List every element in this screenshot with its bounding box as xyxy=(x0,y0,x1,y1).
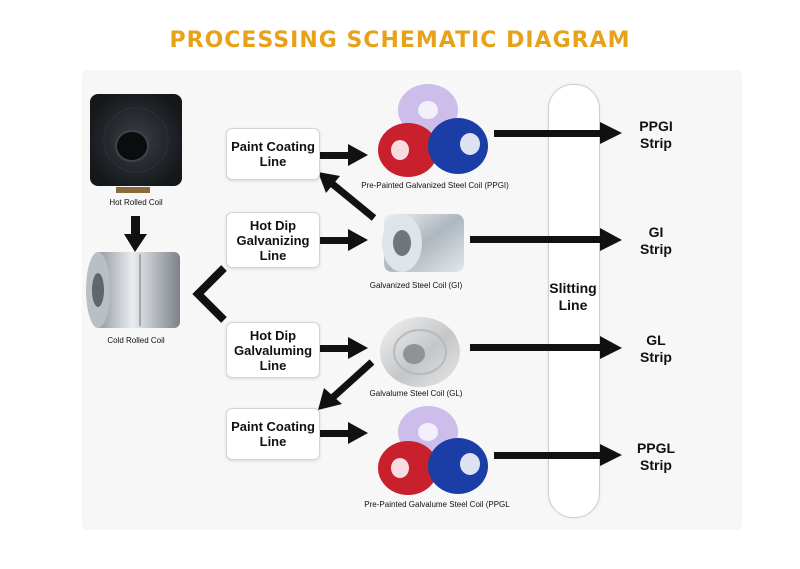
paint-coating-line-top-label: Paint Coating Line xyxy=(231,139,315,169)
gi-strip-label: GI Strip xyxy=(640,224,672,257)
hot-dip-galvaluming-line-label: Hot Dip Galvaluming Line xyxy=(233,327,313,373)
paint-coating-line-bottom: Paint Coating Line xyxy=(226,408,320,460)
arrow-branch xyxy=(192,265,227,323)
hot-rolled-coil-caption: Hot Rolled Coil xyxy=(109,198,163,207)
ppgl-coil-icon xyxy=(378,406,488,495)
ppgi-strip-label: PPGI Strip xyxy=(639,118,673,151)
slitting-line-label: Slitting Line xyxy=(549,280,597,313)
ppgi-coil-icon xyxy=(378,84,488,177)
gi-coil-icon xyxy=(382,214,464,272)
hot-rolled-coil-icon xyxy=(90,94,182,193)
ppgl-strip-label: PPGL Strip xyxy=(636,440,676,473)
ppgi-caption: Pre-Painted Galvanized Steel Coil (PPGI) xyxy=(361,181,509,190)
ppgl-caption: Pre-Painted Galvalume Steel Coil (PPGL xyxy=(364,500,510,509)
slitting-line-panel xyxy=(548,84,600,518)
hot-dip-galvanizing-line: Hot Dip Galvanizing Line xyxy=(226,212,320,268)
hot-dip-galvaluming-line: Hot Dip Galvaluming Line xyxy=(226,322,320,378)
gi-caption: Galvanized Steel Coil (GI) xyxy=(369,281,463,290)
gl-caption: Galvalume Steel Coil (GL) xyxy=(369,389,463,398)
arrow-down xyxy=(131,216,140,238)
paint-coating-line-top: Paint Coating Line xyxy=(226,128,320,180)
cold-rolled-coil-caption: Cold Rolled Coil xyxy=(107,336,165,345)
paint-coating-line-bottom-label: Paint Coating Line xyxy=(231,419,315,449)
cold-rolled-coil-icon xyxy=(86,252,180,328)
gl-strip-label: GL Strip xyxy=(640,332,672,365)
diagram-title: PROCESSING SCHEMATIC DIAGRAM xyxy=(169,28,631,53)
gl-coil-icon xyxy=(380,317,460,387)
hot-dip-galvanizing-line-label: Hot Dip Galvanizing Line xyxy=(236,217,310,263)
